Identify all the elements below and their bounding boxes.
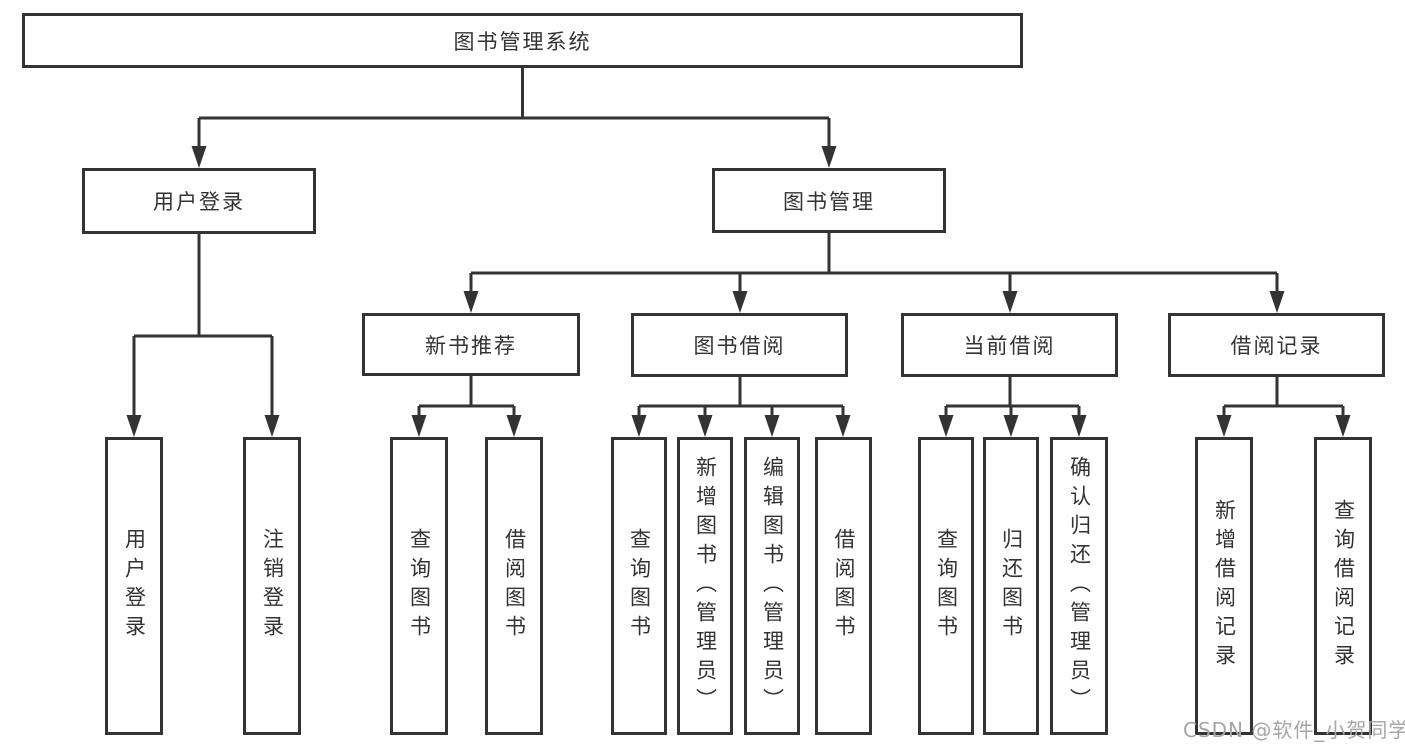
connector-book-borrow-to-leaves [631, 376, 851, 437]
node-label: 确认归还（管理员） [1067, 455, 1092, 717]
node-label: 编辑图书（管理员） [760, 455, 785, 717]
leaf-return-book: 归还图书 [983, 437, 1039, 735]
connector-book-mgmt-to-level3 [463, 233, 1285, 313]
node-label: 当前借阅 [963, 334, 1056, 358]
leaf-query-book-3: 查询图书 [918, 437, 974, 735]
node-new-book-recommend: 新书推荐 [362, 313, 580, 376]
leaf-edit-book-admin: 编辑图书（管理员） [744, 437, 800, 735]
connector-borrow-record-to-leaves [1216, 376, 1351, 437]
leaf-confirm-return-admin: 确认归还（管理员） [1050, 437, 1108, 735]
node-label: 图书借阅 [693, 334, 786, 358]
node-label: 借阅图书 [832, 528, 856, 644]
node-label: 用户登录 [153, 190, 245, 214]
node-label: 归还图书 [999, 528, 1024, 644]
leaf-logout: 注销登录 [243, 437, 301, 735]
connector-new-book-to-leaves [411, 376, 522, 437]
node-label: 用户登录 [122, 528, 147, 644]
node-label: 借阅记录 [1230, 334, 1323, 358]
leaf-query-book-1: 查询图书 [390, 437, 448, 735]
leaf-borrow-book-2: 借阅图书 [815, 437, 872, 735]
connector-user-login-to-leaves [126, 234, 280, 437]
csdn-watermark: CSDN @软件_小贺同学 [1183, 718, 1405, 742]
node-library-system: 图书管理系统 [22, 13, 1023, 68]
node-label: 查询图书 [627, 528, 652, 644]
node-book-management: 图书管理 [712, 168, 946, 233]
leaf-add-book-admin: 新增图书（管理员） [677, 437, 733, 735]
node-label: 注销登录 [260, 528, 285, 644]
node-label: 新书推荐 [425, 333, 517, 358]
node-book-borrow: 图书借阅 [631, 313, 848, 377]
connector-current-borrow-to-leaves [938, 376, 1087, 437]
leaf-query-book-2: 查询图书 [611, 437, 667, 735]
leaf-query-borrow-record: 查询借阅记录 [1314, 437, 1372, 735]
node-current-borrow: 当前借阅 [901, 313, 1118, 377]
node-label: 查询借阅记录 [1331, 499, 1356, 673]
node-label: 查询图书 [934, 528, 959, 644]
leaf-borrow-book-1: 借阅图书 [485, 437, 543, 735]
node-label: 借阅图书 [502, 528, 527, 644]
node-borrow-record: 借阅记录 [1168, 313, 1385, 377]
node-label: 新增借阅记录 [1212, 499, 1237, 673]
node-label: 新增图书（管理员） [693, 455, 718, 717]
leaf-user-login: 用户登录 [105, 437, 163, 735]
leaf-add-borrow-record: 新增借阅记录 [1195, 437, 1253, 735]
node-label: 图书管理系统 [453, 29, 592, 54]
node-label: 图书管理 [783, 189, 875, 214]
connector-root-to-level2 [191, 68, 837, 168]
node-label: 查询图书 [407, 528, 432, 644]
node-user-login: 用户登录 [82, 168, 316, 234]
